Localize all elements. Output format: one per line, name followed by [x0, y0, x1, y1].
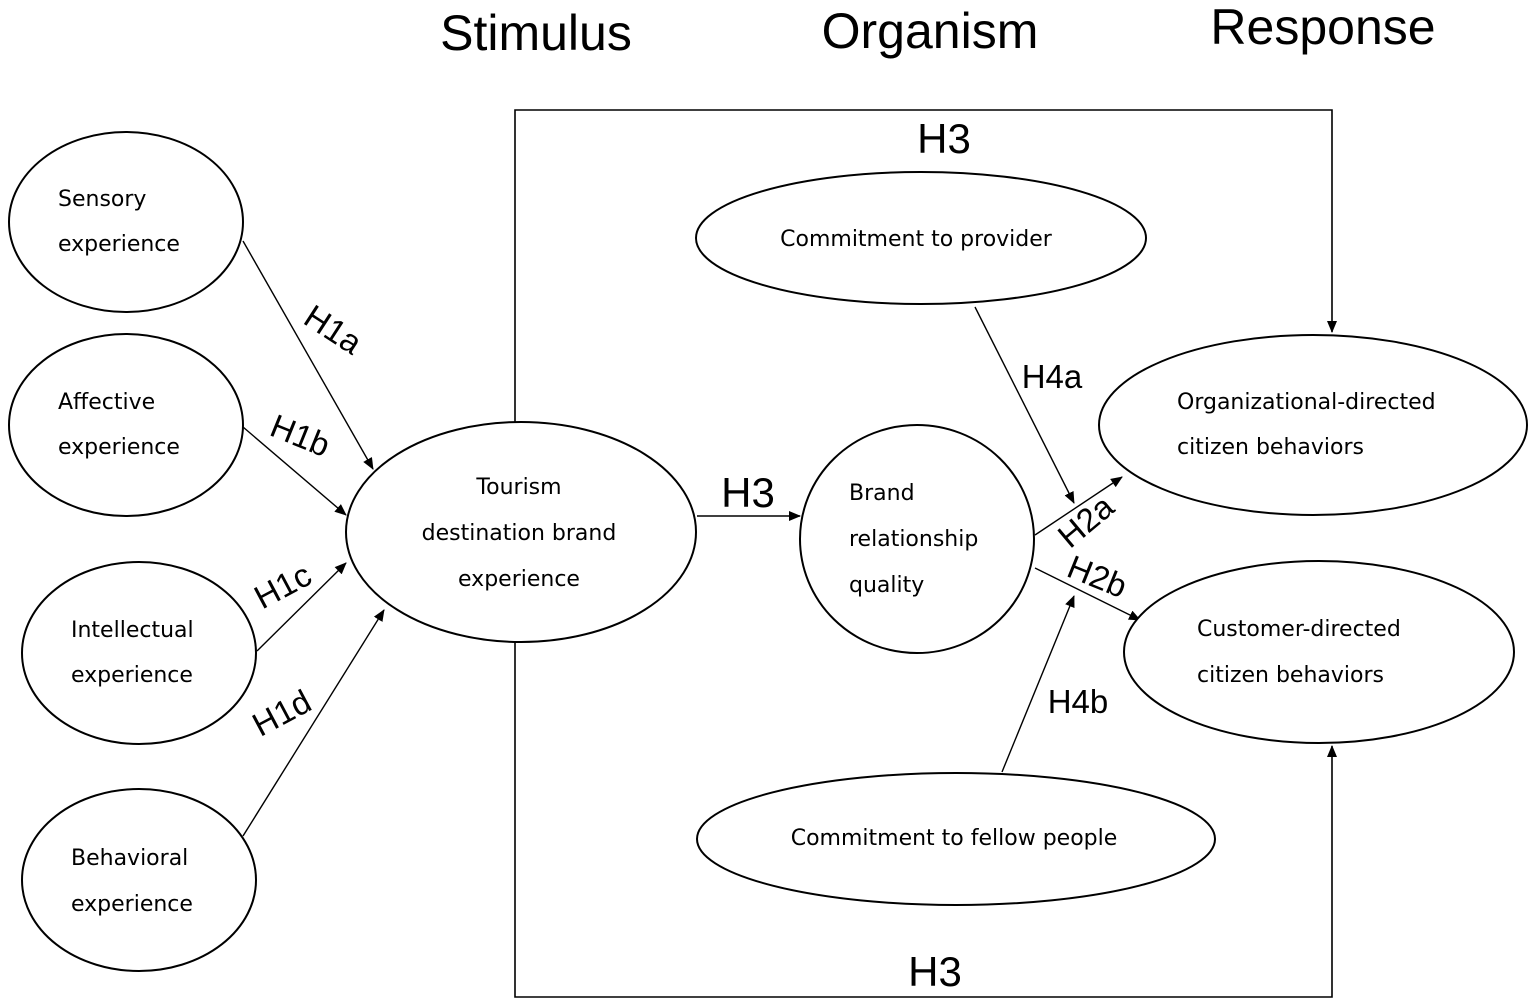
- intellectual-label-line2: experience: [71, 663, 193, 688]
- tourism-label-line3: experience: [458, 567, 580, 592]
- brand-quality-label-line1: Brand: [849, 481, 915, 506]
- cust-directed-label-line1: Customer-directed: [1197, 617, 1401, 642]
- h1a-arrow: [242, 240, 374, 470]
- commitment-to-fellow-people-node: Commitment to fellow people: [696, 772, 1216, 906]
- tourism-label-line2: destination brand: [422, 521, 617, 546]
- org-directed-label-line2: citizen behaviors: [1177, 435, 1364, 460]
- hypothesis-h4b-label: H4b: [1048, 683, 1109, 720]
- brand-quality-label-line3: quality: [849, 573, 924, 598]
- behavioral-label-line1: Behavioral: [71, 846, 188, 871]
- sensory-experience-node: Sensory experience: [8, 131, 244, 313]
- brand-relationship-quality-node: Brand relationship quality: [799, 424, 1035, 654]
- tourism-destination-brand-experience-node: Tourism destination brand experience: [345, 421, 697, 643]
- affective-label-line1: Affective: [58, 390, 155, 415]
- hypothesis-h2b-label: H2b: [1062, 548, 1132, 605]
- h1d-arrow: [242, 609, 385, 837]
- h3-bottom-path: [514, 642, 1337, 998]
- hypothesis-h3-bottom-label: H3: [908, 948, 962, 995]
- customer-directed-citizen-behaviors-node: Customer-directed citizen behaviors: [1123, 560, 1515, 744]
- sensory-label-line1: Sensory: [58, 187, 146, 212]
- h4b-arrow: [1001, 595, 1075, 773]
- hypothesis-h1a-label: H1a: [298, 297, 369, 361]
- hypothesis-h3-top-label: H3: [917, 115, 971, 162]
- header-response: Response: [1210, 0, 1435, 55]
- behavioral-experience-node: Behavioral experience: [21, 788, 257, 972]
- h1c-arrow: [256, 562, 347, 652]
- commitment-fellow-label: Commitment to fellow people: [791, 826, 1118, 851]
- h1b-arrow: [242, 426, 347, 516]
- brand-quality-label-line2: relationship: [849, 527, 978, 552]
- hypothesis-h3-mid-label: H3: [721, 469, 775, 516]
- h2b-arrow: [1034, 567, 1141, 621]
- commitment-to-provider-node: Commitment to provider: [695, 171, 1147, 305]
- intellectual-experience-node: Intellectual experience: [21, 561, 257, 745]
- tourism-label-line1: Tourism: [475, 475, 561, 500]
- organizational-directed-citizen-behaviors-node: Organizational-directed citizen behavior…: [1098, 334, 1528, 516]
- affective-label-line2: experience: [58, 435, 180, 460]
- header-organism: Organism: [822, 3, 1039, 59]
- header-stimulus: Stimulus: [440, 5, 632, 61]
- hypothesis-h2a-label: H2a: [1051, 487, 1122, 555]
- sensory-label-line2: experience: [58, 232, 180, 257]
- hypothesis-h4a-label: H4a: [1022, 358, 1083, 395]
- cust-directed-label-line2: citizen behaviors: [1197, 663, 1384, 688]
- affective-experience-node: Affective experience: [8, 333, 244, 517]
- h2a-arrow: [1034, 476, 1123, 536]
- org-directed-label-line1: Organizational-directed: [1177, 390, 1436, 415]
- h4a-arrow: [974, 306, 1075, 504]
- intellectual-label-line1: Intellectual: [71, 618, 194, 643]
- h3-top-path: [514, 109, 1337, 422]
- hypothesis-h1c-label: H1c: [248, 556, 317, 616]
- commitment-provider-label: Commitment to provider: [780, 227, 1053, 252]
- behavioral-label-line2: experience: [71, 892, 193, 917]
